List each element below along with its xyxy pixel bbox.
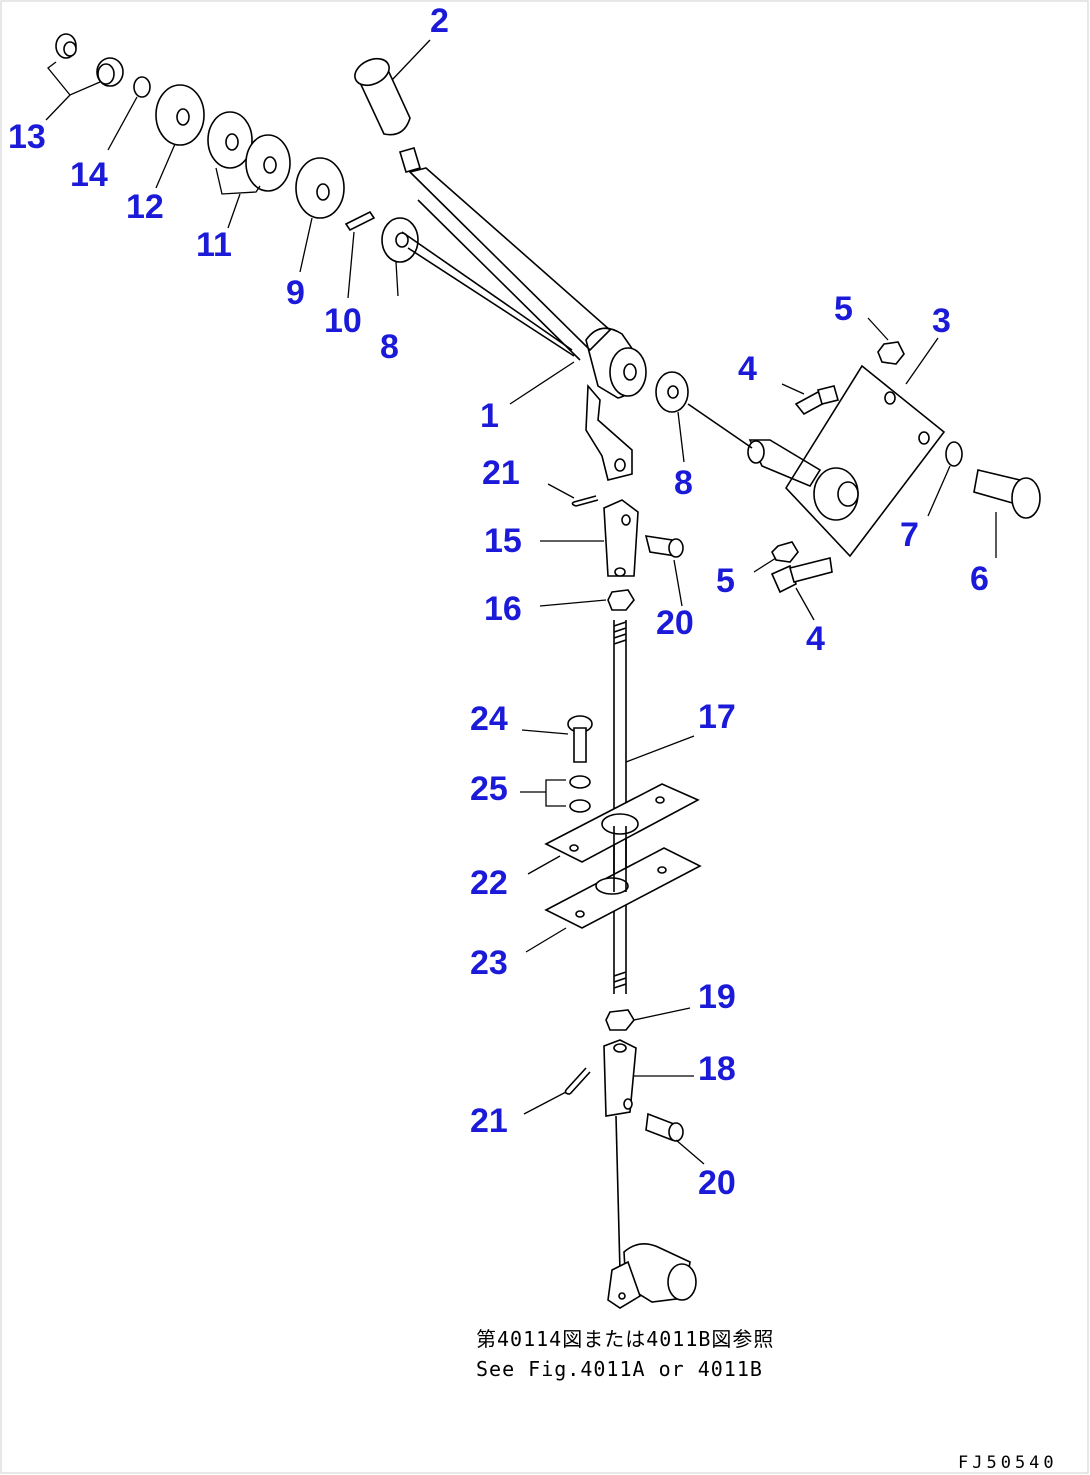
callout-21: 21 — [470, 1102, 508, 1140]
part-15-clevis-upper — [540, 499, 639, 577]
callout-7: 7 — [900, 516, 919, 554]
callout-20: 20 — [656, 604, 694, 642]
part-18-clevis-lower — [603, 1039, 694, 1117]
part-9-disc — [295, 157, 345, 273]
reference-note-english: See Fig.4011A or 4011B — [476, 1357, 763, 1381]
callout-14: 14 — [70, 156, 108, 194]
part-10-key — [344, 210, 376, 299]
callout-24: 24 — [470, 700, 508, 738]
part-20-pin-upper — [644, 535, 684, 607]
callout-23: 23 — [470, 944, 508, 982]
part-14-washer — [107, 76, 151, 151]
callout-11: 11 — [196, 226, 232, 264]
part-16-nut — [539, 589, 635, 611]
rod-through-plates — [613, 826, 627, 892]
callout-3: 3 — [932, 302, 951, 340]
part-5-nut-upper — [867, 317, 905, 365]
callout-18: 18 — [698, 1050, 736, 1088]
part-22-plate — [527, 783, 700, 875]
part-19-nut — [605, 1007, 691, 1031]
callout-9: 9 — [286, 274, 305, 312]
callout-8: 8 — [380, 328, 399, 366]
part-20-pin-lower — [645, 1112, 705, 1165]
part-12-disc — [155, 84, 205, 189]
part-13-cap-and-bushing — [45, 33, 124, 121]
part-21-cotter-pin-lower — [523, 1067, 591, 1115]
part-4-bolt-upper — [781, 383, 839, 416]
callout-19: 19 — [698, 978, 736, 1016]
part-8-washer-right — [655, 371, 689, 463]
part-23-plate — [525, 847, 702, 953]
callout-8: 8 — [674, 464, 693, 502]
drawing-code: FJ50540 — [958, 1453, 1058, 1473]
part-1-lever — [399, 147, 647, 481]
callout-16: 16 — [484, 590, 522, 628]
callout-2: 2 — [430, 2, 449, 40]
callout-20: 20 — [698, 1164, 736, 1202]
part-4-bolt-lower — [770, 557, 833, 621]
callout-17: 17 — [698, 698, 736, 736]
part-21-cotter-pin-upper — [547, 483, 599, 507]
reference-note-japanese: 第40114図または4011B図参照 — [476, 1327, 774, 1351]
part-25-washers — [520, 775, 591, 813]
part-11-disc-pair — [207, 111, 291, 229]
callout-21: 21 — [482, 454, 520, 492]
part-6-pivot-bolt — [973, 469, 1041, 558]
callout-10: 10 — [324, 302, 362, 340]
callout-labels: 1 2 3 4 4 5 5 6 7 8 8 9 10 11 12 13 14 1… — [8, 2, 989, 1202]
callout-1: 1 — [480, 397, 499, 435]
part-8-washer-upper — [381, 217, 419, 297]
lower-linkage — [607, 1115, 697, 1309]
part-24-bolt — [521, 715, 593, 763]
callout-4: 4 — [806, 620, 825, 658]
callout-25: 25 — [470, 770, 508, 808]
part-7-washer — [927, 441, 963, 517]
part-2-knob — [354, 39, 431, 136]
callout-5: 5 — [716, 562, 735, 600]
callout-6: 6 — [970, 560, 989, 598]
callout-22: 22 — [470, 864, 508, 902]
part-5-nut-lower — [753, 541, 799, 573]
part-3-bracket — [687, 337, 946, 558]
callout-12: 12 — [126, 188, 164, 226]
callout-4: 4 — [738, 350, 757, 388]
callout-5: 5 — [834, 290, 853, 328]
callout-15: 15 — [484, 522, 522, 560]
callout-13: 13 — [8, 118, 46, 156]
